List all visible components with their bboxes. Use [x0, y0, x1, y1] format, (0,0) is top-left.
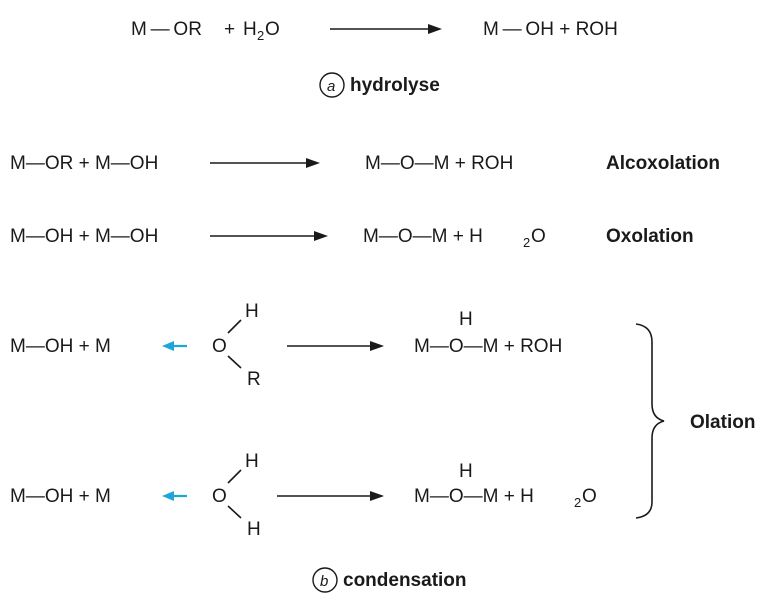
oxolation-subscript: 2	[523, 235, 530, 250]
olation-reaction-2: M—OH + M O H H H M—O—M + H 2 O	[10, 451, 597, 540]
condensation-caption: condensation	[343, 570, 467, 591]
olation2-subscript: 2	[574, 495, 581, 510]
oxolation-water-o: O	[531, 226, 546, 247]
condensation-label: b condensation	[312, 567, 467, 593]
oxolation-name: Oxolation	[606, 226, 694, 247]
olation2-arrow	[277, 491, 384, 501]
oxolation-arrow	[210, 231, 328, 241]
olation-reaction-1: M—OH + M O H R H M—O—M + ROH	[10, 301, 562, 390]
alcoxolation-name: Alcoxolation	[606, 153, 720, 174]
alcoxolation-products: M—O—M + ROH	[365, 153, 513, 174]
alcoxolation-arrow	[210, 158, 320, 168]
hydrolysis-caption: hydrolyse	[350, 75, 440, 96]
coordination-arrow-2	[162, 491, 187, 501]
olation1-arrow	[287, 341, 384, 351]
olation2-bridging-h: H	[459, 461, 473, 482]
alcoxolation-reactants: M—OR + M—OH	[10, 153, 158, 174]
oxolation-reactants: M—OH + M—OH	[10, 226, 158, 247]
water-o: O	[265, 19, 280, 40]
label-letter-b: b	[320, 573, 328, 590]
hydrolysis-products: M — OH + ROH	[483, 19, 618, 40]
alcoxolation-reaction: M—OR + M—OH M—O—M + ROH Alcoxolation	[10, 153, 720, 174]
olation-brace	[635, 323, 665, 519]
hydrolysis-arrow	[330, 24, 442, 34]
olation-name: Olation	[690, 412, 755, 433]
bond-o-h-top	[227, 469, 242, 484]
olation1-hydrogen: H	[245, 301, 259, 322]
oxolation-reaction: M—OH + M—OH M—O—M + H 2 O Oxolation	[10, 226, 694, 250]
hydrolysis-label: a hydrolyse	[319, 72, 440, 98]
olation2-hydrogen-bottom: H	[247, 519, 261, 540]
olation2-water-o: O	[582, 486, 597, 507]
olation2-reactants: M—OH + M	[10, 486, 111, 507]
olation2-products: M—O—M + H	[414, 486, 534, 507]
olation2-hydrogen-top: H	[245, 451, 259, 472]
bond-o-h-bottom	[227, 505, 242, 519]
hydrolysis-plus: +	[224, 19, 235, 40]
coordination-arrow-1	[162, 341, 187, 351]
label-circle-b	[312, 567, 338, 593]
olation1-oxygen: O	[212, 336, 227, 357]
oxolation-products: M—O—M + H	[363, 226, 483, 247]
olation2-oxygen: O	[212, 486, 227, 507]
olation1-products: M—O—M + ROH	[414, 336, 562, 357]
olation1-bridging-h: H	[459, 309, 473, 330]
bond-o-r	[227, 355, 242, 369]
water-h: H	[243, 19, 257, 40]
label-circle-a	[319, 72, 345, 98]
olation1-r-group: R	[247, 369, 261, 390]
hydrolysis-reactant: M — OR	[131, 19, 202, 40]
label-letter-a: a	[327, 78, 335, 95]
olation1-reactants: M—OH + M	[10, 336, 111, 357]
water-subscript: 2	[257, 28, 264, 43]
hydrolysis-reaction: M — OR + H 2 O M — OH + ROH a hydrolyse	[131, 19, 618, 98]
bond-o-h	[227, 319, 242, 334]
